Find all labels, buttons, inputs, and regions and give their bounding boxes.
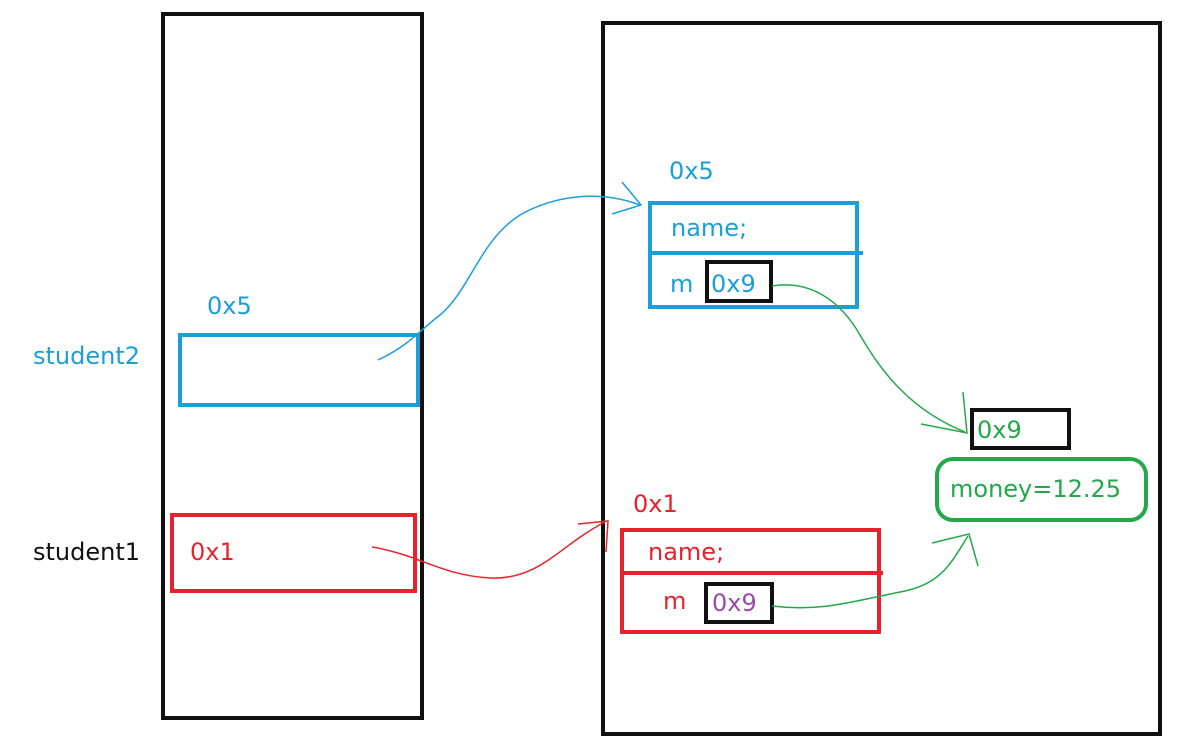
student1-arrowhead <box>577 520 609 553</box>
student1-reference-arrow <box>371 521 606 579</box>
blue-m-reference-arrow <box>771 284 966 433</box>
money-object-content: money=12.25 <box>950 475 1122 503</box>
red-m-arrowhead <box>931 533 979 567</box>
stack-frame <box>161 12 424 720</box>
red-object-m-ref-box <box>704 582 774 624</box>
blue-object-m-value: 0x9 <box>711 270 756 298</box>
red-object-address: 0x1 <box>633 490 678 518</box>
red-object-m-field: m <box>663 587 687 615</box>
blue-object-address: 0x5 <box>669 157 714 185</box>
money-address-box <box>970 408 1071 450</box>
student2-label: student2 <box>33 342 141 370</box>
blue-object-m-ref-box <box>705 260 773 303</box>
blue-object-m-field: m <box>670 270 694 298</box>
blue-object-divider <box>650 251 863 255</box>
red-object-box <box>620 528 881 634</box>
student2-variable-box <box>178 333 420 407</box>
student2-address-label: 0x5 <box>207 292 252 320</box>
blue-m-arrowhead <box>920 391 968 434</box>
red-object-name-field: name; <box>648 538 725 566</box>
student1-value: 0x1 <box>190 538 235 566</box>
student1-label: student1 <box>33 538 141 566</box>
blue-object-name-field: name; <box>671 214 748 242</box>
student2-reference-arrow <box>377 195 641 361</box>
student2-arrowhead <box>611 181 643 215</box>
money-object-address: 0x9 <box>977 416 1022 444</box>
heap-frame <box>601 21 1162 736</box>
student1-variable-box <box>170 513 417 593</box>
red-m-reference-arrow <box>771 535 969 609</box>
money-object-box <box>935 457 1148 522</box>
red-object-divider <box>622 571 883 575</box>
red-object-m-value: 0x9 <box>712 589 757 617</box>
blue-object-box <box>648 201 859 309</box>
